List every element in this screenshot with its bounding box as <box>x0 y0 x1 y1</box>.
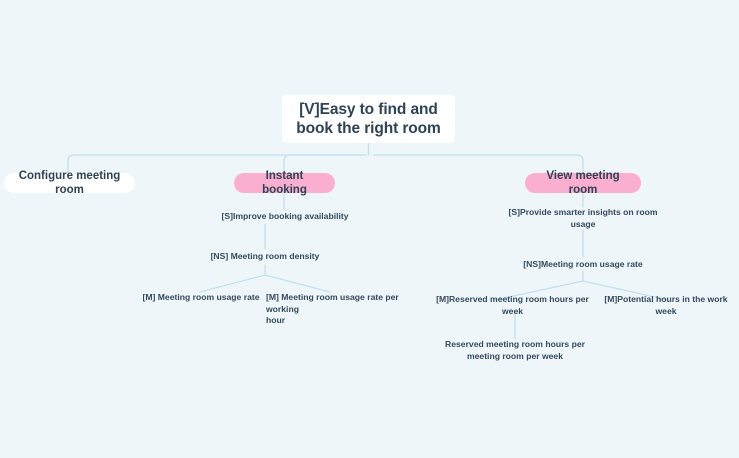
edge-ns-left-to-metric2 <box>264 274 331 293</box>
edge-ns-left-to-metric1 <box>199 274 266 293</box>
node-submetric-reserved-hours-per-room-per-week[interactable]: Reserved meeting room hours per meeting … <box>445 339 585 361</box>
node-view-meeting-room[interactable]: View meeting room <box>525 170 641 196</box>
node-metric-usage-rate-per-working-hour[interactable]: [M] Meeting room usage rate per working … <box>266 292 399 326</box>
node-instant-booking[interactable]: Instant booking <box>234 170 335 196</box>
node-signal-provide-smarter-insights[interactable]: [S]Provide smarter insights on room usag… <box>508 207 658 229</box>
node-nonsignal-meeting-room-density[interactable]: [NS] Meeting room density <box>210 251 320 262</box>
node-signal-improve-booking-availability[interactable]: [S]Improve booking availability <box>221 210 349 221</box>
node-configure-meeting-room[interactable]: Configure meeting room <box>4 170 135 196</box>
node-metric-meeting-room-usage-rate[interactable]: [M] Meeting room usage rate <box>142 292 260 302</box>
node-metric-potential-hours-work-week[interactable]: [M]Potential hours in the work week <box>604 294 728 316</box>
node-nonsignal-meeting-room-usage-rate[interactable]: [NS]Meeting room usage rate <box>523 259 643 270</box>
node-metric-reserved-hours-per-week[interactable]: [M]Reserved meeting room hours per week <box>436 294 589 316</box>
root-node[interactable]: [V]Easy to find and book the right room <box>282 95 455 143</box>
